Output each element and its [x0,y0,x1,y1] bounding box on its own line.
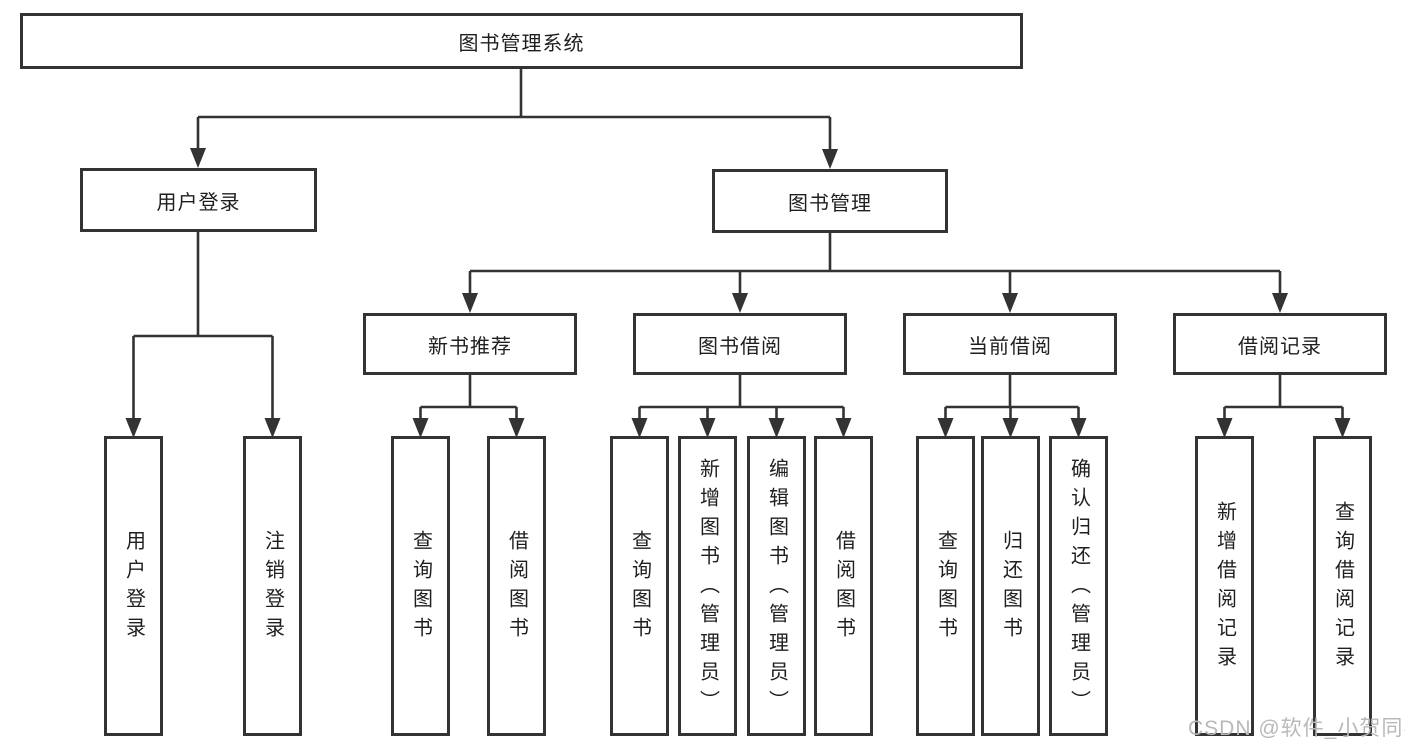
csdn-watermark: CSDN @软件_小贺同学 [1188,717,1405,740]
leaf-query-borrow-record: 查询借阅记录 [1313,436,1372,736]
node-borrow-records: 借阅记录 [1173,313,1387,375]
node-user-login: 用户登录 [80,168,317,232]
leaf-return-books: 归还图书 [981,436,1040,736]
leaf-borrow-books-2: 借阅图书 [814,436,873,736]
leaf-user-login: 用户登录 [104,436,163,736]
node-book-borrow: 图书借阅 [633,313,847,375]
node-book-management: 图书管理 [712,169,948,233]
leaf-query-books-3: 查询图书 [916,436,975,736]
arrow-down-icon [125,148,1351,438]
leaf-logout: 注销登录 [243,436,302,736]
leaf-add-books-admin: 新增图书（管理员） [678,436,737,736]
leaf-edit-books-admin: 编辑图书（管理员） [747,436,806,736]
leaf-borrow-books-1: 借阅图书 [487,436,546,736]
leaf-query-books-1: 查询图书 [391,436,450,736]
leaf-query-books-2: 查询图书 [610,436,669,736]
node-new-book-recommend: 新书推荐 [363,313,577,375]
node-root-system: 图书管理系统 [20,13,1023,69]
leaf-confirm-return-admin: 确认归还（管理员） [1049,436,1108,736]
node-current-borrow: 当前借阅 [903,313,1117,375]
leaf-add-borrow-record: 新增借阅记录 [1195,436,1254,736]
